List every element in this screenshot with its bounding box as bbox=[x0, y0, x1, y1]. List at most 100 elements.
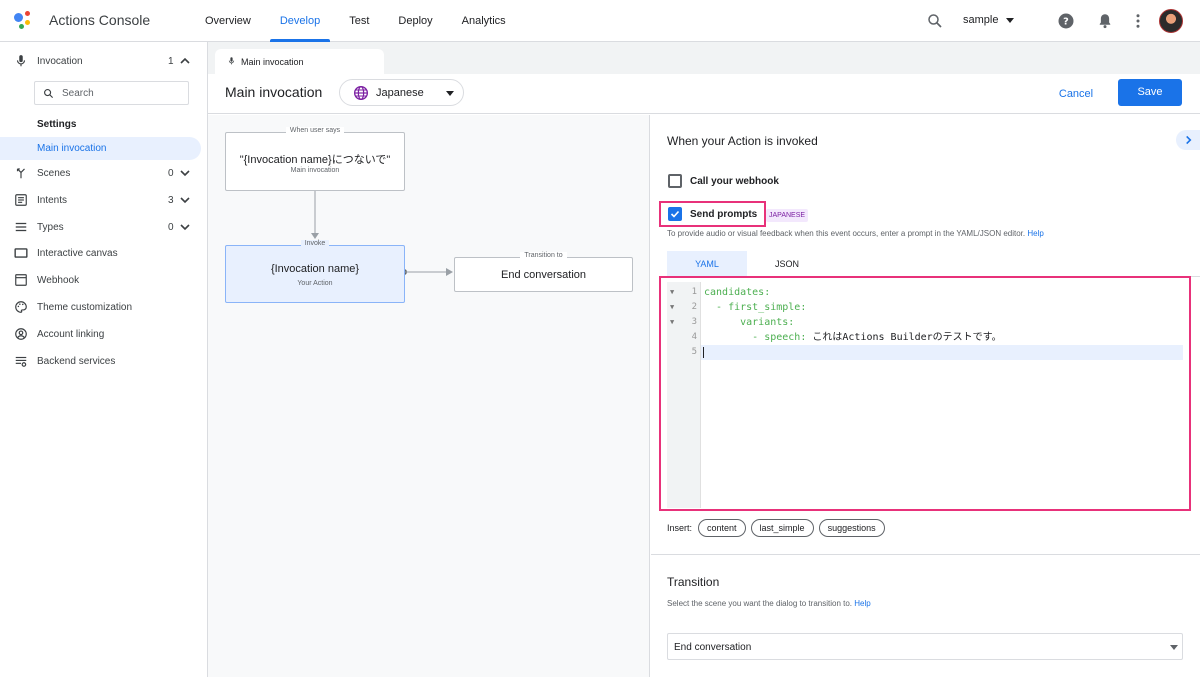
node-title: {Invocation name} bbox=[270, 263, 360, 275]
nav-tab-test[interactable]: Test bbox=[349, 15, 370, 27]
nav-tab-overview[interactable]: Overview bbox=[205, 15, 251, 27]
help-link[interactable]: Help bbox=[1027, 229, 1044, 238]
nav-tab-develop[interactable]: Develop bbox=[269, 0, 331, 42]
sidebar-item-count: 0 bbox=[168, 221, 174, 233]
node-caption: Invoke bbox=[300, 240, 330, 247]
backend-services-icon bbox=[15, 356, 27, 367]
yaml-editor[interactable]: ▼ 1 candidates: ▼ 2 - first_simple: ▼ 3 … bbox=[667, 282, 1183, 508]
invocation-panel: When your Action is invoked Call your we… bbox=[651, 115, 1200, 677]
search-icon bbox=[44, 89, 54, 99]
nav-tab-deploy[interactable]: Deploy bbox=[398, 15, 433, 27]
node-title: "{Invocation name}につないで" bbox=[239, 154, 391, 166]
sidebar-item-backend-services[interactable]: Backend services bbox=[0, 349, 206, 373]
call-webhook-checkbox[interactable] bbox=[668, 174, 682, 188]
sidebar-item-label: Intents bbox=[37, 194, 68, 206]
fold-arrow-icon[interactable]: ▼ bbox=[670, 288, 675, 296]
top-nav: Overview Develop Test Deploy Analytics bbox=[195, 0, 525, 42]
insert-row: Insert: content last_simple suggestions bbox=[667, 518, 890, 538]
section-divider bbox=[651, 554, 1200, 555]
insert-chip-suggestions[interactable]: suggestions bbox=[818, 519, 885, 537]
send-prompts-label: Send prompts bbox=[690, 209, 758, 220]
flow-canvas[interactable]: When user says "{Invocation name}につないで" … bbox=[208, 115, 650, 677]
node-subtitle: Your Action bbox=[297, 280, 333, 287]
language-select[interactable]: Japanese bbox=[339, 79, 464, 106]
transition-select[interactable]: End conversation bbox=[667, 633, 1183, 660]
chevron-up-icon[interactable] bbox=[180, 56, 190, 66]
sidebar-search-input[interactable]: Search bbox=[34, 81, 189, 105]
search-placeholder: Search bbox=[62, 88, 94, 99]
line-number: 2 bbox=[691, 302, 697, 312]
transition-node[interactable]: Transition to End conversation bbox=[454, 252, 633, 292]
tab-main-invocation[interactable]: Main invocation bbox=[215, 49, 384, 74]
chevron-down-icon bbox=[1170, 645, 1178, 650]
chevron-down-icon[interactable] bbox=[180, 195, 190, 205]
code-key: - first_simple: bbox=[704, 302, 807, 313]
insert-chip-last-simple[interactable]: last_simple bbox=[750, 519, 814, 537]
page-title: Main invocation bbox=[225, 84, 323, 100]
sidebar-item-interactive-canvas[interactable]: Interactive canvas bbox=[0, 241, 206, 265]
search-icon[interactable] bbox=[926, 12, 944, 30]
code-value: これはActions Builderのテストです。 bbox=[806, 332, 1002, 343]
assistant-logo-icon bbox=[14, 11, 36, 31]
avatar[interactable] bbox=[1159, 9, 1183, 33]
globe-icon bbox=[354, 86, 368, 100]
more-vert-icon[interactable] bbox=[1129, 12, 1147, 30]
line-number: 5 bbox=[691, 347, 697, 357]
nav-tab-analytics[interactable]: Analytics bbox=[461, 15, 506, 27]
invoke-node[interactable]: Invoke {Invocation name} Your Action bbox=[225, 240, 405, 303]
chevron-down-icon[interactable] bbox=[180, 222, 190, 232]
sidebar-item-main-invocation[interactable]: Main invocation bbox=[0, 137, 201, 160]
sidebar-item-webhook[interactable]: Webhook bbox=[0, 268, 206, 292]
webhook-icon bbox=[15, 274, 27, 286]
trigger-node[interactable]: When user says "{Invocation name}につないで" … bbox=[225, 127, 405, 191]
insert-chip-content[interactable]: content bbox=[698, 519, 746, 537]
tab-label: Main invocation bbox=[241, 57, 304, 67]
types-list-icon bbox=[15, 222, 27, 232]
transition-value: End conversation bbox=[674, 642, 752, 653]
sidebar-item-label: Invocation bbox=[37, 55, 83, 67]
tab-json[interactable]: JSON bbox=[774, 259, 799, 269]
help-link[interactable]: Help bbox=[854, 599, 871, 608]
editor-gutter bbox=[667, 282, 701, 508]
language-value: Japanese bbox=[376, 87, 424, 99]
transition-hint: Select the scene you want the dialog to … bbox=[667, 599, 871, 608]
cancel-button[interactable]: Cancel bbox=[1058, 88, 1094, 100]
sidebar-item-label: Account linking bbox=[37, 328, 105, 340]
palette-icon bbox=[15, 301, 27, 313]
line-number: 3 bbox=[691, 317, 697, 327]
code-key: - speech: bbox=[704, 332, 807, 343]
code-line: ▼ 1 candidates: bbox=[667, 285, 1183, 300]
transition-title: Transition bbox=[667, 575, 720, 589]
hint-text: To provide audio or visual feedback when… bbox=[667, 229, 1026, 238]
save-button[interactable]: Save bbox=[1118, 79, 1182, 106]
tab-yaml[interactable]: YAML bbox=[667, 251, 747, 277]
notifications-bell-icon[interactable] bbox=[1096, 12, 1114, 30]
sidebar-item-account-linking[interactable]: Account linking bbox=[0, 322, 206, 346]
scenes-fork-icon bbox=[16, 168, 25, 179]
sidebar-item-theme-customization[interactable]: Theme customization bbox=[0, 295, 206, 319]
sidebar-item-label: Types bbox=[37, 221, 64, 233]
file-tab-strip: Main invocation bbox=[208, 42, 1200, 74]
sidebar-item-invocation[interactable]: Invocation 1 bbox=[0, 49, 206, 73]
sidebar-item-count: 1 bbox=[168, 55, 174, 67]
expand-panel-button[interactable] bbox=[1176, 130, 1200, 150]
project-name: sample bbox=[963, 14, 999, 26]
app-title: Actions Console bbox=[49, 12, 151, 28]
project-select[interactable]: sample bbox=[963, 14, 1015, 26]
microphone-icon bbox=[228, 57, 235, 65]
sidebar-item-types[interactable]: Types 0 bbox=[0, 215, 206, 239]
fold-arrow-icon[interactable]: ▼ bbox=[670, 303, 675, 311]
help-icon[interactable]: ? bbox=[1057, 12, 1075, 30]
sidebar-item-label: Main invocation bbox=[37, 143, 107, 154]
language-badge: JAPANESE bbox=[766, 209, 809, 222]
sidebar-item-scenes[interactable]: Scenes 0 bbox=[0, 161, 206, 185]
sidebar-item-intents[interactable]: Intents 3 bbox=[0, 188, 206, 212]
chevron-down-icon[interactable] bbox=[180, 168, 190, 178]
insert-label: Insert: bbox=[667, 523, 693, 533]
node-subtitle: Main invocation bbox=[290, 167, 340, 174]
sidebar-item-settings[interactable]: Settings bbox=[37, 119, 77, 130]
fold-arrow-icon[interactable]: ▼ bbox=[670, 318, 675, 326]
prompts-hint: To provide audio or visual feedback when… bbox=[667, 229, 1044, 238]
hint-text: Select the scene you want the dialog to … bbox=[667, 599, 853, 608]
send-prompts-checkbox[interactable] bbox=[668, 207, 682, 221]
